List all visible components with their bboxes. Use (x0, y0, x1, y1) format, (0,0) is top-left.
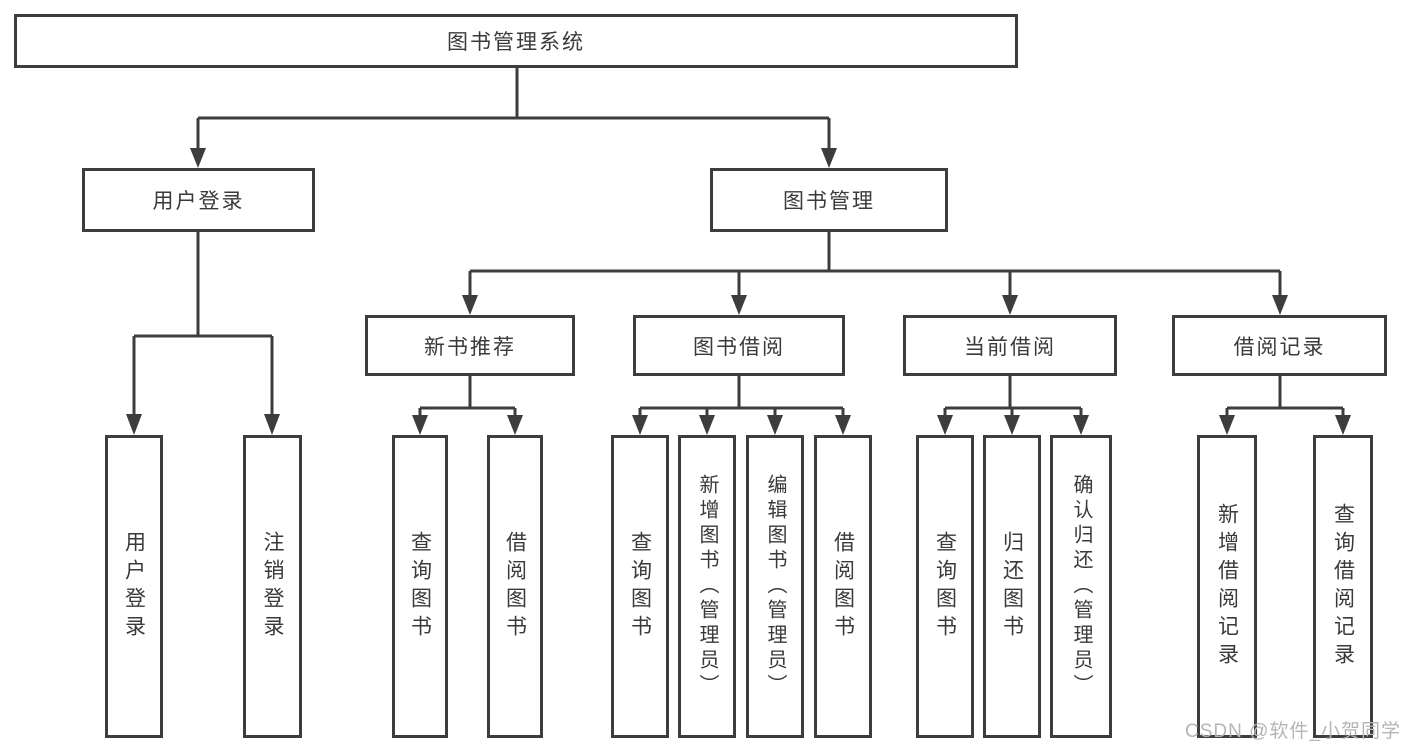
leaf-return-books: 归还图书 (983, 435, 1041, 738)
arrowhead-icon (835, 415, 851, 435)
arrowhead-icon (767, 415, 783, 435)
arrowhead-icon (507, 415, 523, 435)
arrowhead-icon (1219, 415, 1235, 435)
leaf-add-book-admin: 新增图书（管理员） (678, 435, 736, 738)
node-book-management: 图书管理 (710, 168, 948, 232)
leaf-add-borrow-record: 新增借阅记录 (1197, 435, 1257, 738)
node-user-login: 用户登录 (82, 168, 315, 232)
node-borrowing-records: 借阅记录 (1172, 315, 1387, 376)
arrowhead-icon (821, 148, 837, 168)
node-current-borrowing: 当前借阅 (903, 315, 1117, 376)
arrowhead-icon (1002, 295, 1018, 315)
leaf-confirm-return-admin: 确认归还（管理员） (1050, 435, 1112, 738)
arrowhead-icon (731, 295, 747, 315)
arrowhead-icon (462, 295, 478, 315)
arrowhead-icon (126, 414, 142, 435)
arrowhead-icon (1335, 415, 1351, 435)
node-book-borrowing: 图书借阅 (633, 315, 845, 376)
leaf-query-borrow-record: 查询借阅记录 (1313, 435, 1373, 738)
csdn-watermark: CSDN @软件_小贺同学 (1185, 721, 1401, 742)
leaf-query-books-borrow: 查询图书 (611, 435, 669, 738)
arrowhead-icon (699, 415, 715, 435)
arrowhead-icon (937, 415, 953, 435)
leaf-user-login: 用户登录 (105, 435, 163, 738)
arrowhead-icon (632, 415, 648, 435)
leaf-borrow-books-recommend: 借阅图书 (487, 435, 543, 738)
leaf-logout: 注销登录 (243, 435, 302, 738)
arrowhead-icon (1004, 415, 1020, 435)
leaf-edit-book-admin: 编辑图书（管理员） (746, 435, 804, 738)
leaf-borrow-books: 借阅图书 (814, 435, 872, 738)
node-new-book-recommendation: 新书推荐 (365, 315, 575, 376)
arrowhead-icon (412, 415, 428, 435)
node-book-management-system: 图书管理系统 (14, 14, 1018, 68)
leaf-query-books-current: 查询图书 (916, 435, 974, 738)
arrowhead-icon (264, 414, 280, 435)
arrowhead-icon (190, 148, 206, 168)
leaf-query-books-recommend: 查询图书 (392, 435, 448, 738)
arrowhead-icon (1073, 415, 1089, 435)
arrowhead-icon (1272, 295, 1288, 315)
